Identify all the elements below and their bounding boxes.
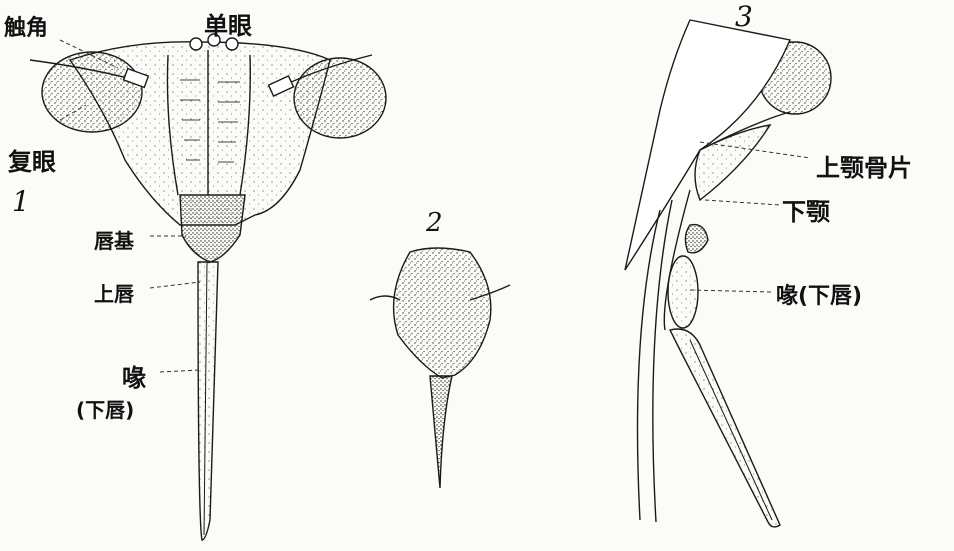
label-ocelli: 单眼: [204, 6, 252, 41]
label-antenna: 触角: [4, 10, 48, 42]
ocellus-left: [190, 38, 202, 50]
stylet-inner: [653, 200, 672, 522]
stylet-outer: [638, 210, 661, 520]
label-rostrum-labium: 喙(下唇): [776, 278, 862, 310]
figure-2-clypeus-detail: [370, 248, 510, 488]
label-clypeus: 唇基: [94, 225, 134, 254]
labium-base: [668, 256, 698, 328]
figure-3-head-lateral: [625, 20, 831, 527]
label-mandibular-plate: 上颚骨片: [816, 148, 912, 183]
label-rostrum-sub: (下唇): [76, 394, 134, 423]
lateral-head-outline: [625, 20, 790, 270]
label-rostrum: 喙: [122, 358, 146, 393]
label-maxilla: 下颚: [782, 192, 830, 227]
clypeus: [180, 195, 245, 262]
label-labrum: 上唇: [94, 278, 134, 307]
clypeus-bulb: [394, 248, 491, 378]
panel-number-3: 3: [735, 0, 753, 33]
label-compound-eye: 复眼: [8, 142, 56, 177]
labrum-tip: [430, 376, 452, 488]
panel-number-2: 2: [426, 208, 443, 238]
maxilla: [685, 225, 708, 253]
panel-number-1: 1: [12, 185, 30, 218]
labrum-rostrum: [198, 262, 218, 540]
figure-1-head-front: [30, 34, 386, 540]
labium-rostrum: [670, 329, 780, 527]
